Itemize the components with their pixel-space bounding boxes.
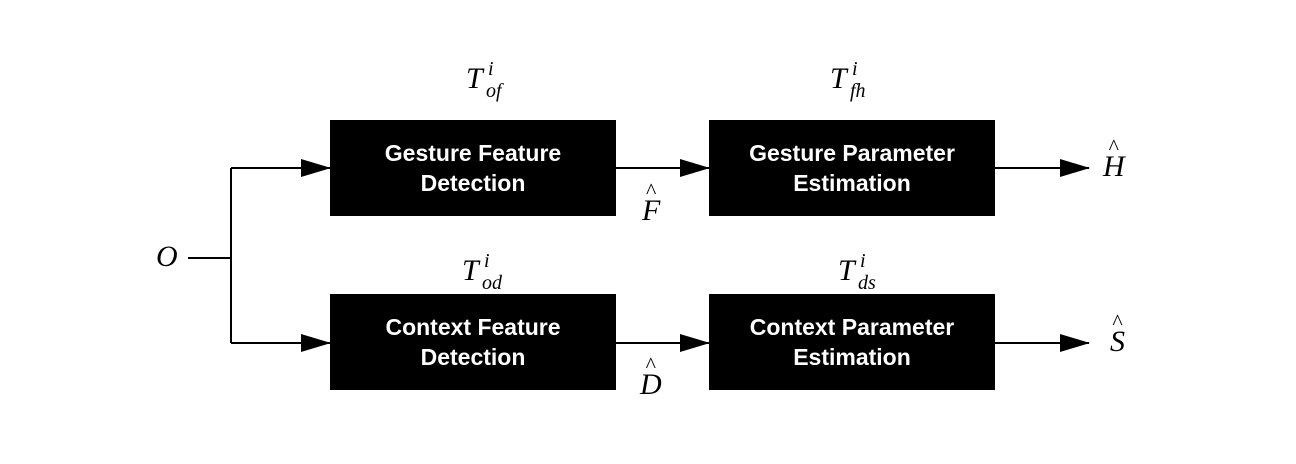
block-label-line2: Estimation (793, 344, 911, 370)
gesture-parameter-estimation-block: Gesture Parameter Estimation (709, 120, 995, 216)
block-label-line1: Context Parameter (749, 314, 955, 340)
block-label-line2: Detection (420, 170, 526, 196)
estimate-h-hat: H (1103, 150, 1125, 184)
block-label-line1: Context Feature (385, 314, 561, 340)
gesture-feature-detection-block: Gesture Feature Detection (330, 120, 616, 216)
estimate-s-hat: S (1110, 325, 1125, 359)
context-parameter-estimation-block: Context Parameter Estimation (709, 294, 995, 390)
input-label: O (156, 240, 178, 273)
context-feature-detection-block: Context Feature Detection (330, 294, 616, 390)
block-label-line1: Gesture Parameter (749, 140, 955, 166)
estimate-d-hat: D (640, 368, 662, 402)
block-label-line2: Estimation (793, 170, 911, 196)
block-label-line1: Gesture Feature (384, 140, 562, 166)
estimate-f-hat: F (642, 194, 660, 228)
block-label-line2: Detection (420, 344, 526, 370)
